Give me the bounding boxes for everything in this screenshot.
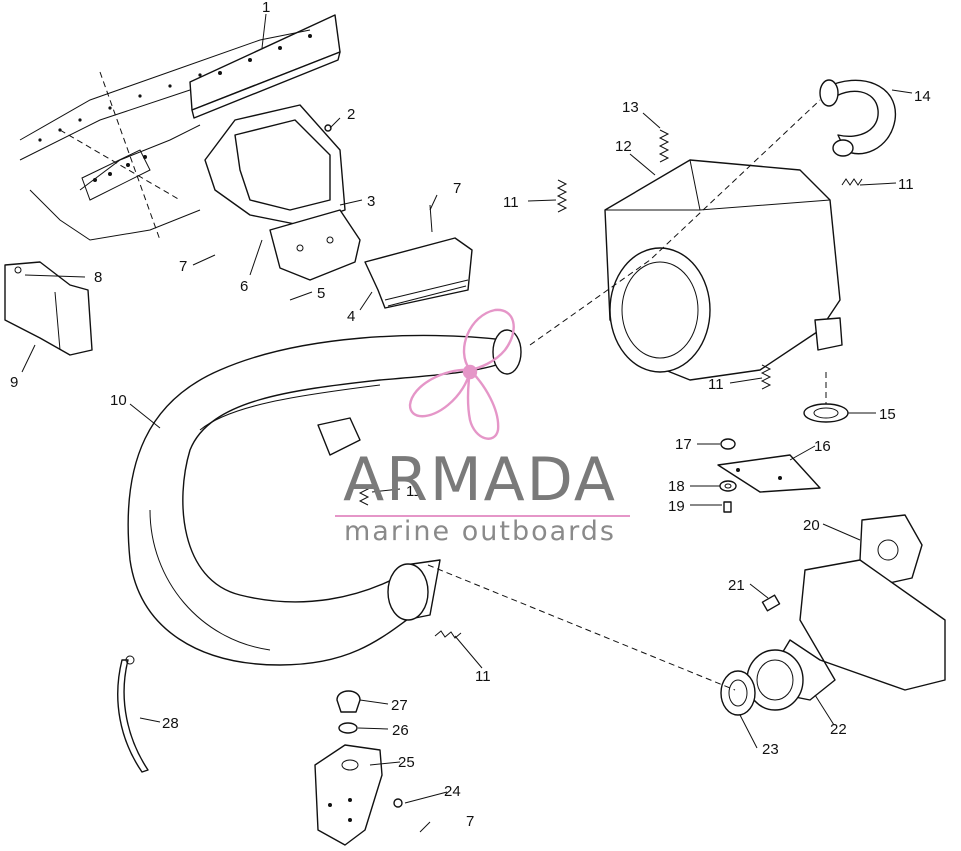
part-12-muffler [604,159,841,381]
callout-labels: 1 2 3 4 5 6 7 7 7 8 9 10 11 11 11 11 11 … [10,0,931,830]
callout-20: 20 [803,517,820,534]
callout-26: 26 [392,722,409,739]
callout-9: 9 [10,374,18,391]
callout-10: 10 [110,392,127,409]
callout-11-e: 11 [475,668,491,685]
callout-14: 14 [914,88,931,105]
spring-11-c [760,364,772,390]
callout-11-d: 11 [406,483,422,500]
part-21-stud [761,594,781,612]
part-28-strap [117,655,149,773]
callout-12: 12 [615,138,632,155]
spring-11-b [841,178,863,186]
part-22-exhaust-manifold [746,559,946,711]
armada-watermark: ARMADA marine outboards [335,308,630,547]
part-2-screw [324,124,332,132]
spring-11-d [358,484,370,506]
part-9-side-shield [4,261,93,356]
part-19-bolt [723,501,732,513]
spring-11-a [556,179,568,213]
callout-7-c: 7 [466,813,474,830]
callout-11-b: 11 [898,176,914,193]
armada-propeller-logo [408,308,515,440]
part-14-tailpipe [819,79,896,157]
callout-5: 5 [317,285,325,302]
callout-11-c: 11 [708,376,724,393]
part-4-heat-shield [364,204,473,309]
callout-23: 23 [762,741,779,758]
part-24-screw [393,798,403,808]
callout-22: 22 [830,721,847,738]
callout-7-b: 7 [453,180,461,197]
spring-13 [658,129,670,163]
callout-25: 25 [398,754,415,771]
callout-18: 18 [668,478,685,495]
part-18-washer [719,480,737,492]
callout-19: 19 [668,498,685,515]
callout-17: 17 [675,436,692,453]
callout-15: 15 [879,406,896,423]
callout-3: 3 [367,193,375,210]
callout-4: 4 [347,308,355,325]
callout-13: 13 [622,99,639,116]
callout-16: 16 [814,438,831,455]
callout-24: 24 [444,783,461,800]
leader-lines [21,13,913,833]
watermark-subtitle: marine outboards [344,516,616,547]
callout-11-a: 11 [503,194,519,211]
part-3-muffler-bracket [204,104,361,281]
spring-11-e [434,630,462,639]
part-26-washer [338,722,358,734]
callout-27: 27 [391,697,408,714]
part-25-mount-bracket [314,744,383,846]
watermark-title: ARMADA [343,445,617,515]
callout-1: 1 [262,0,270,16]
part-1-mounting-plate [189,14,341,119]
part-23-exhaust-gasket [720,670,756,716]
pipe-mount-tab [317,417,361,456]
callout-28: 28 [162,715,179,732]
part-16-plate [717,454,821,493]
part-10-exhaust-pipe [127,329,522,666]
part-27-grommet [336,690,361,713]
callout-7-a: 7 [179,258,187,275]
callout-21: 21 [728,577,745,594]
callout-6: 6 [240,278,248,295]
callout-2: 2 [347,106,355,123]
part-15-gasket [803,317,849,423]
engine-frame-panel [19,29,311,241]
part-17-nut [720,438,736,450]
callout-8: 8 [94,269,102,286]
